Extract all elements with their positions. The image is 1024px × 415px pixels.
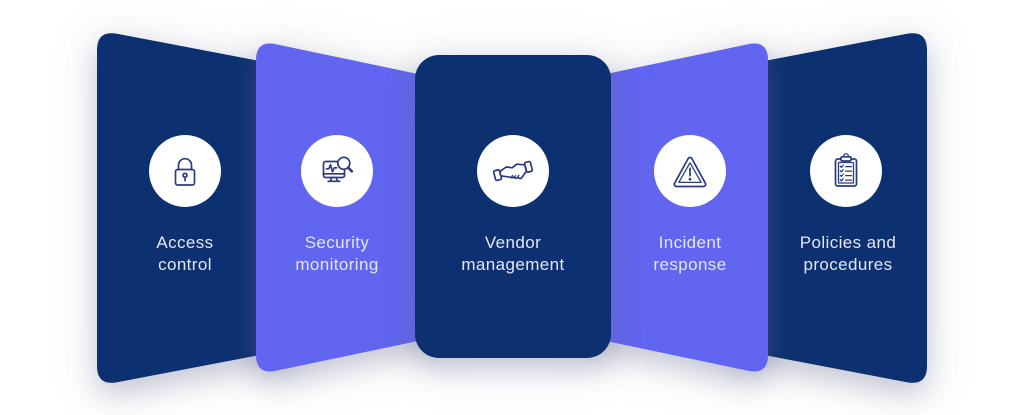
lock-icon	[174, 157, 196, 186]
icon-circle	[149, 135, 221, 207]
icon-circle	[477, 135, 549, 207]
clipboard-checklist-icon	[834, 153, 858, 187]
card-incident-response-background	[584, 38, 768, 377]
warning-triangle-icon	[673, 156, 707, 188]
icon-circle	[301, 135, 373, 207]
card-security-monitoring-background	[256, 38, 440, 377]
card-label: Access control	[156, 233, 214, 274]
card-label: Policies and procedures	[799, 233, 897, 274]
card-label: Incident response	[653, 233, 727, 274]
monitor-magnifier-icon	[322, 156, 354, 183]
card-security-monitoring: Security monitoring	[256, 38, 440, 377]
card-label: Vendor management	[461, 233, 565, 274]
card-label: Security monitoring	[295, 233, 379, 274]
icon-circle	[654, 135, 726, 207]
card-incident-response: Incident response	[584, 38, 768, 377]
handshake-icon	[493, 160, 533, 182]
icon-circle	[810, 135, 882, 207]
card-vendor-management: Vendor management	[415, 55, 611, 358]
